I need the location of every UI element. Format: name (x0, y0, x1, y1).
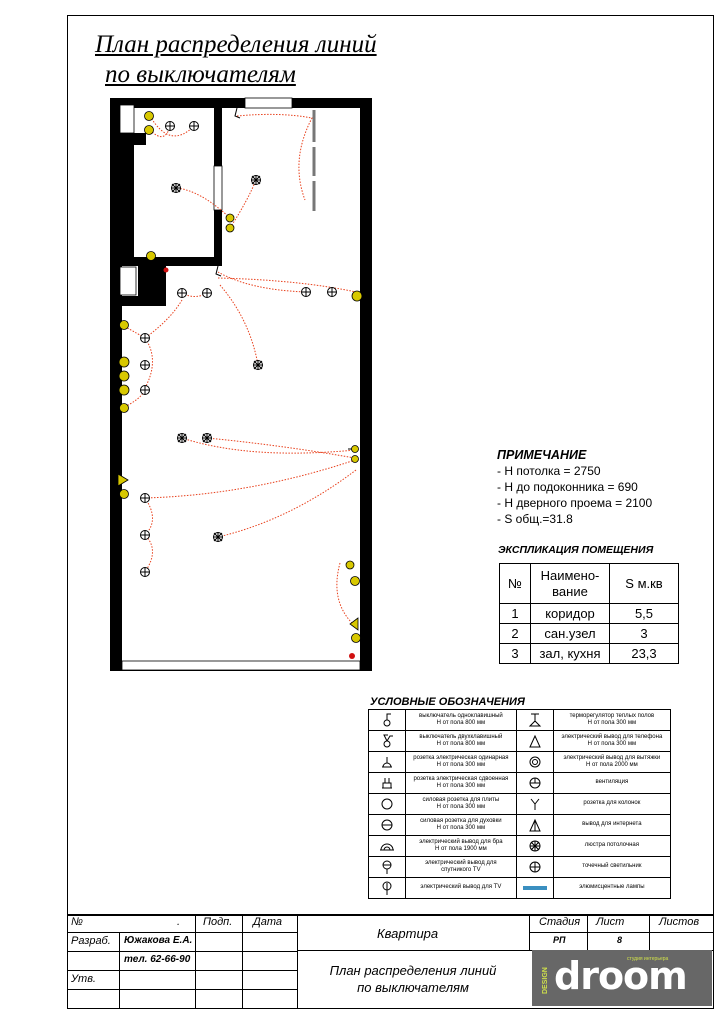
stamp-object: Квартира (377, 926, 439, 941)
stamp-dot: . (177, 916, 181, 928)
title-block: № . Разраб. Южакова Е.А. тел. 62-66-90 У… (67, 914, 714, 1009)
expl-cell: 5,5 (609, 603, 679, 624)
stamp-drawing-title-2: по выключателям (357, 980, 469, 995)
legend-table: выключатель одноклавишный Н от пола 800 … (368, 709, 672, 899)
legend-text: электрический вывод для бра Н от пола 19… (405, 835, 517, 857)
legend-text: розетка электрическая сдвоенная Н от пол… (405, 772, 517, 794)
legend-text: вывод для интернета (552, 814, 672, 836)
legend-text: розетка электрическая одинарная Н от пол… (405, 751, 517, 773)
satellite-outlet-icon (368, 856, 406, 878)
expl-cell: сан.узел (530, 623, 610, 644)
ventilation-icon (515, 772, 554, 794)
tv-outlet-icon (368, 877, 406, 899)
note-item: - Н до подоконника = 690 (497, 480, 638, 494)
stamp-stage-label: Стадия (539, 916, 581, 928)
notes-block: ПРИМЕЧАНИЕ - Н потолка = 2750 - Н до под… (497, 447, 652, 527)
hood-outlet-icon (515, 751, 554, 773)
legend-text: вентиляция (552, 772, 672, 794)
expl-cell: коридор (530, 603, 610, 624)
expl-cell: 2 (499, 623, 531, 644)
legend-text: терморегулятор теплых полов Н от пола 30… (552, 709, 672, 731)
spot-light-icon (515, 856, 554, 878)
expl-cell: зал, кухня (530, 643, 610, 664)
openings (119, 97, 361, 671)
title-line-1: План распределения линий (95, 31, 377, 58)
explication-table: № Наимено- вание S м.кв 1 коридор 5,5 2 … (499, 563, 679, 664)
stamp-podp-label: Подп. (203, 916, 233, 928)
legend-text: точечный светильник (552, 856, 672, 878)
double-switch-icon (368, 730, 406, 752)
wiring-lines (121, 113, 357, 624)
stamp-drawing-title-1: План распределения линий (329, 963, 497, 978)
ceiling-chandelier-icon (515, 835, 554, 857)
legend-title: УСЛОВНЫЕ ОБОЗНАЧЕНИЯ (370, 696, 525, 708)
expl-header-no: № (499, 563, 531, 604)
logo-word: droom (554, 954, 688, 998)
switch-markers (215, 107, 352, 450)
stamp-stage: РП (553, 935, 566, 945)
legend-text: розетка для колонок (552, 793, 672, 815)
stamp-sheet-label: Лист (596, 916, 625, 928)
logo-side-text: DESIGN (542, 967, 549, 994)
stamp-sheets-label: Листов (659, 916, 700, 928)
expl-cell: 3 (609, 623, 679, 644)
oven-socket-icon (368, 814, 406, 836)
expl-header-area: S м.кв (609, 563, 679, 604)
note-item: - S общ.=31.8 (497, 512, 573, 526)
fluorescent-lamp-icon (515, 877, 554, 899)
red-markers (163, 267, 355, 659)
note-item: - Н потолка = 2750 (497, 464, 601, 478)
legend-text: электрический вывод для спутникого TV (405, 856, 517, 878)
legend-text: электрический вывод для телефона Н от по… (552, 730, 672, 752)
expl-cell: 23,3 (609, 643, 679, 664)
legend-text: силовая розетка для плиты Н от пола 300 … (405, 793, 517, 815)
explication-title: ЭКСПЛИКАЦИЯ ПОМЕЩЕНИЯ (498, 544, 654, 556)
sconce-outlet-icon (368, 835, 406, 857)
stamp-utv-label: Утв. (71, 973, 96, 985)
speaker-socket-icon (515, 793, 554, 815)
stamp-no-label: № (71, 916, 83, 928)
wall-fixtures (117, 111, 363, 643)
drawing-title: План распределения линий по выключателям (95, 30, 377, 90)
walls (110, 98, 372, 671)
legend-text: выключатель двухклавишный Н от пола 800 … (405, 730, 517, 752)
chandeliers (171, 175, 263, 542)
legend-text: электрический вывод для TV (405, 877, 517, 899)
drawing-frame (67, 15, 714, 1009)
double-socket-icon (368, 772, 406, 794)
legend-text: люстра потолочная (552, 835, 672, 857)
expl-cell: 3 (499, 643, 531, 664)
logo-tagline: студия интерьера (627, 956, 669, 962)
legend-text: силовая розетка для духовки Н от пола 30… (405, 814, 517, 836)
stamp-phone: тел. 62-66-90 (124, 954, 191, 965)
stamp-razrab-label: Разраб. (71, 935, 111, 947)
internet-outlet-icon (515, 814, 554, 836)
expl-cell: 1 (499, 603, 531, 624)
stamp-sheet: 8 (617, 935, 623, 945)
stove-socket-icon (368, 793, 406, 815)
stamp-author: Южакова Е.А. (124, 935, 193, 946)
notes-heading: ПРИМЕЧАНИЕ (497, 448, 587, 462)
droom-logo: droom студия интерьера DESIGN (532, 950, 712, 1006)
phone-outlet-icon (515, 730, 554, 752)
legend-text: выключатель одноклавишный Н от пола 800 … (405, 709, 517, 731)
legend-text: элюмисцентные лампы (552, 877, 672, 899)
legend-text: электрический вывод для вытяжки Н от пол… (552, 751, 672, 773)
stamp-data-label: Дата (253, 916, 283, 928)
spot-lights (140, 121, 337, 577)
note-item: - Н дверного проема = 2100 (497, 496, 653, 510)
single-switch-icon (368, 709, 406, 731)
floor-heating-thermostat-icon (515, 709, 554, 731)
title-line-2: по выключателям (105, 61, 296, 88)
expl-header-name: Наимено- вание (530, 563, 610, 604)
single-socket-icon (368, 751, 406, 773)
